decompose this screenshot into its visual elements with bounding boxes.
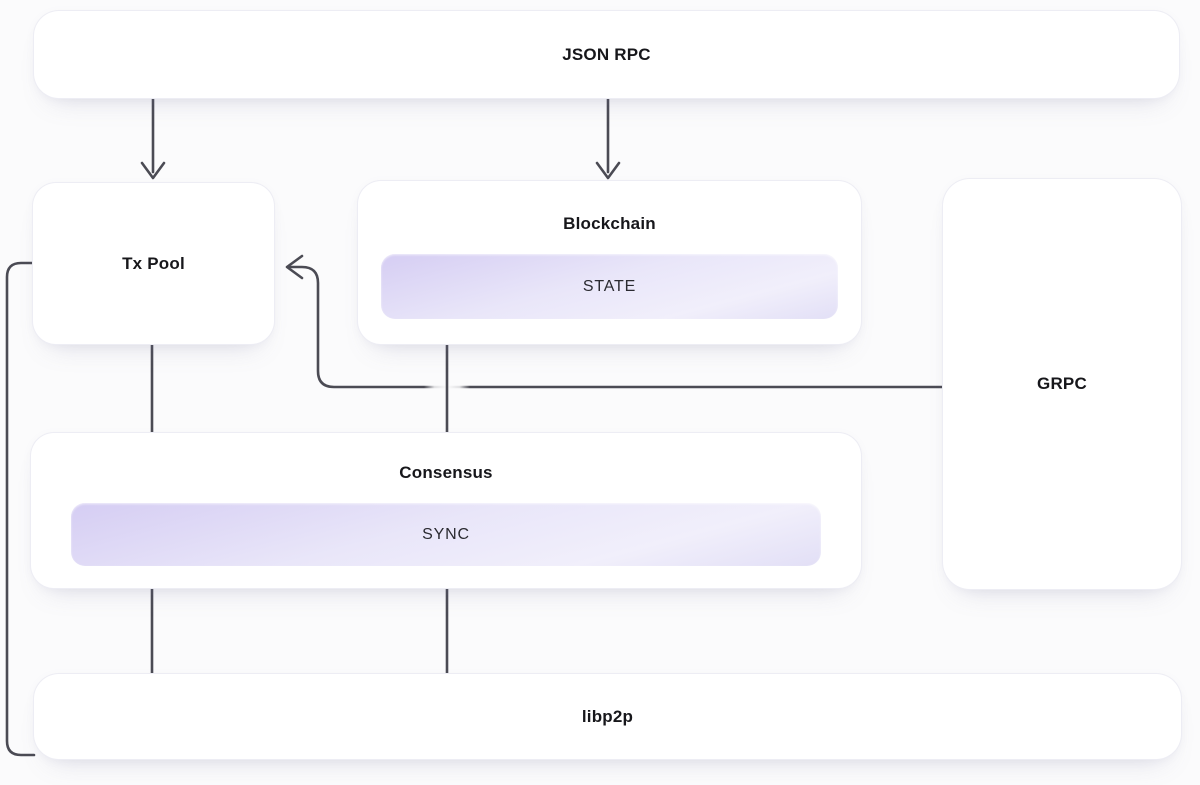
node-grpc: GRPC bbox=[942, 178, 1182, 590]
sync-pill-label: SYNC bbox=[422, 525, 470, 543]
state-pill-label: STATE bbox=[582, 277, 637, 295]
node-consensus: Consensus SYNC bbox=[30, 432, 862, 589]
node-tx-pool: Tx Pool bbox=[32, 182, 275, 345]
node-json-rpc-label: JSON RPC bbox=[562, 44, 651, 64]
node-blockchain: Blockchain STATE bbox=[357, 180, 862, 345]
sync-pill: SYNC bbox=[71, 503, 821, 566]
edge-grpc-txpool bbox=[288, 265, 944, 389]
edge-txpool-libp2p-loop bbox=[5, 261, 36, 757]
node-tx-pool-label: Tx Pool bbox=[122, 253, 185, 273]
node-json-rpc: JSON RPC bbox=[33, 10, 1180, 99]
node-grpc-label: GRPC bbox=[1037, 374, 1087, 393]
node-blockchain-label: Blockchain bbox=[563, 214, 656, 233]
node-libp2p-label: libp2p bbox=[581, 706, 634, 726]
node-consensus-label: Consensus bbox=[399, 463, 493, 482]
state-pill: STATE bbox=[381, 254, 838, 319]
arrowhead-down-txpool bbox=[140, 161, 166, 180]
arrowhead-down-blockchain bbox=[595, 161, 621, 180]
arrowhead-left-txpool bbox=[285, 254, 304, 280]
node-libp2p: libp2p bbox=[33, 673, 1182, 760]
